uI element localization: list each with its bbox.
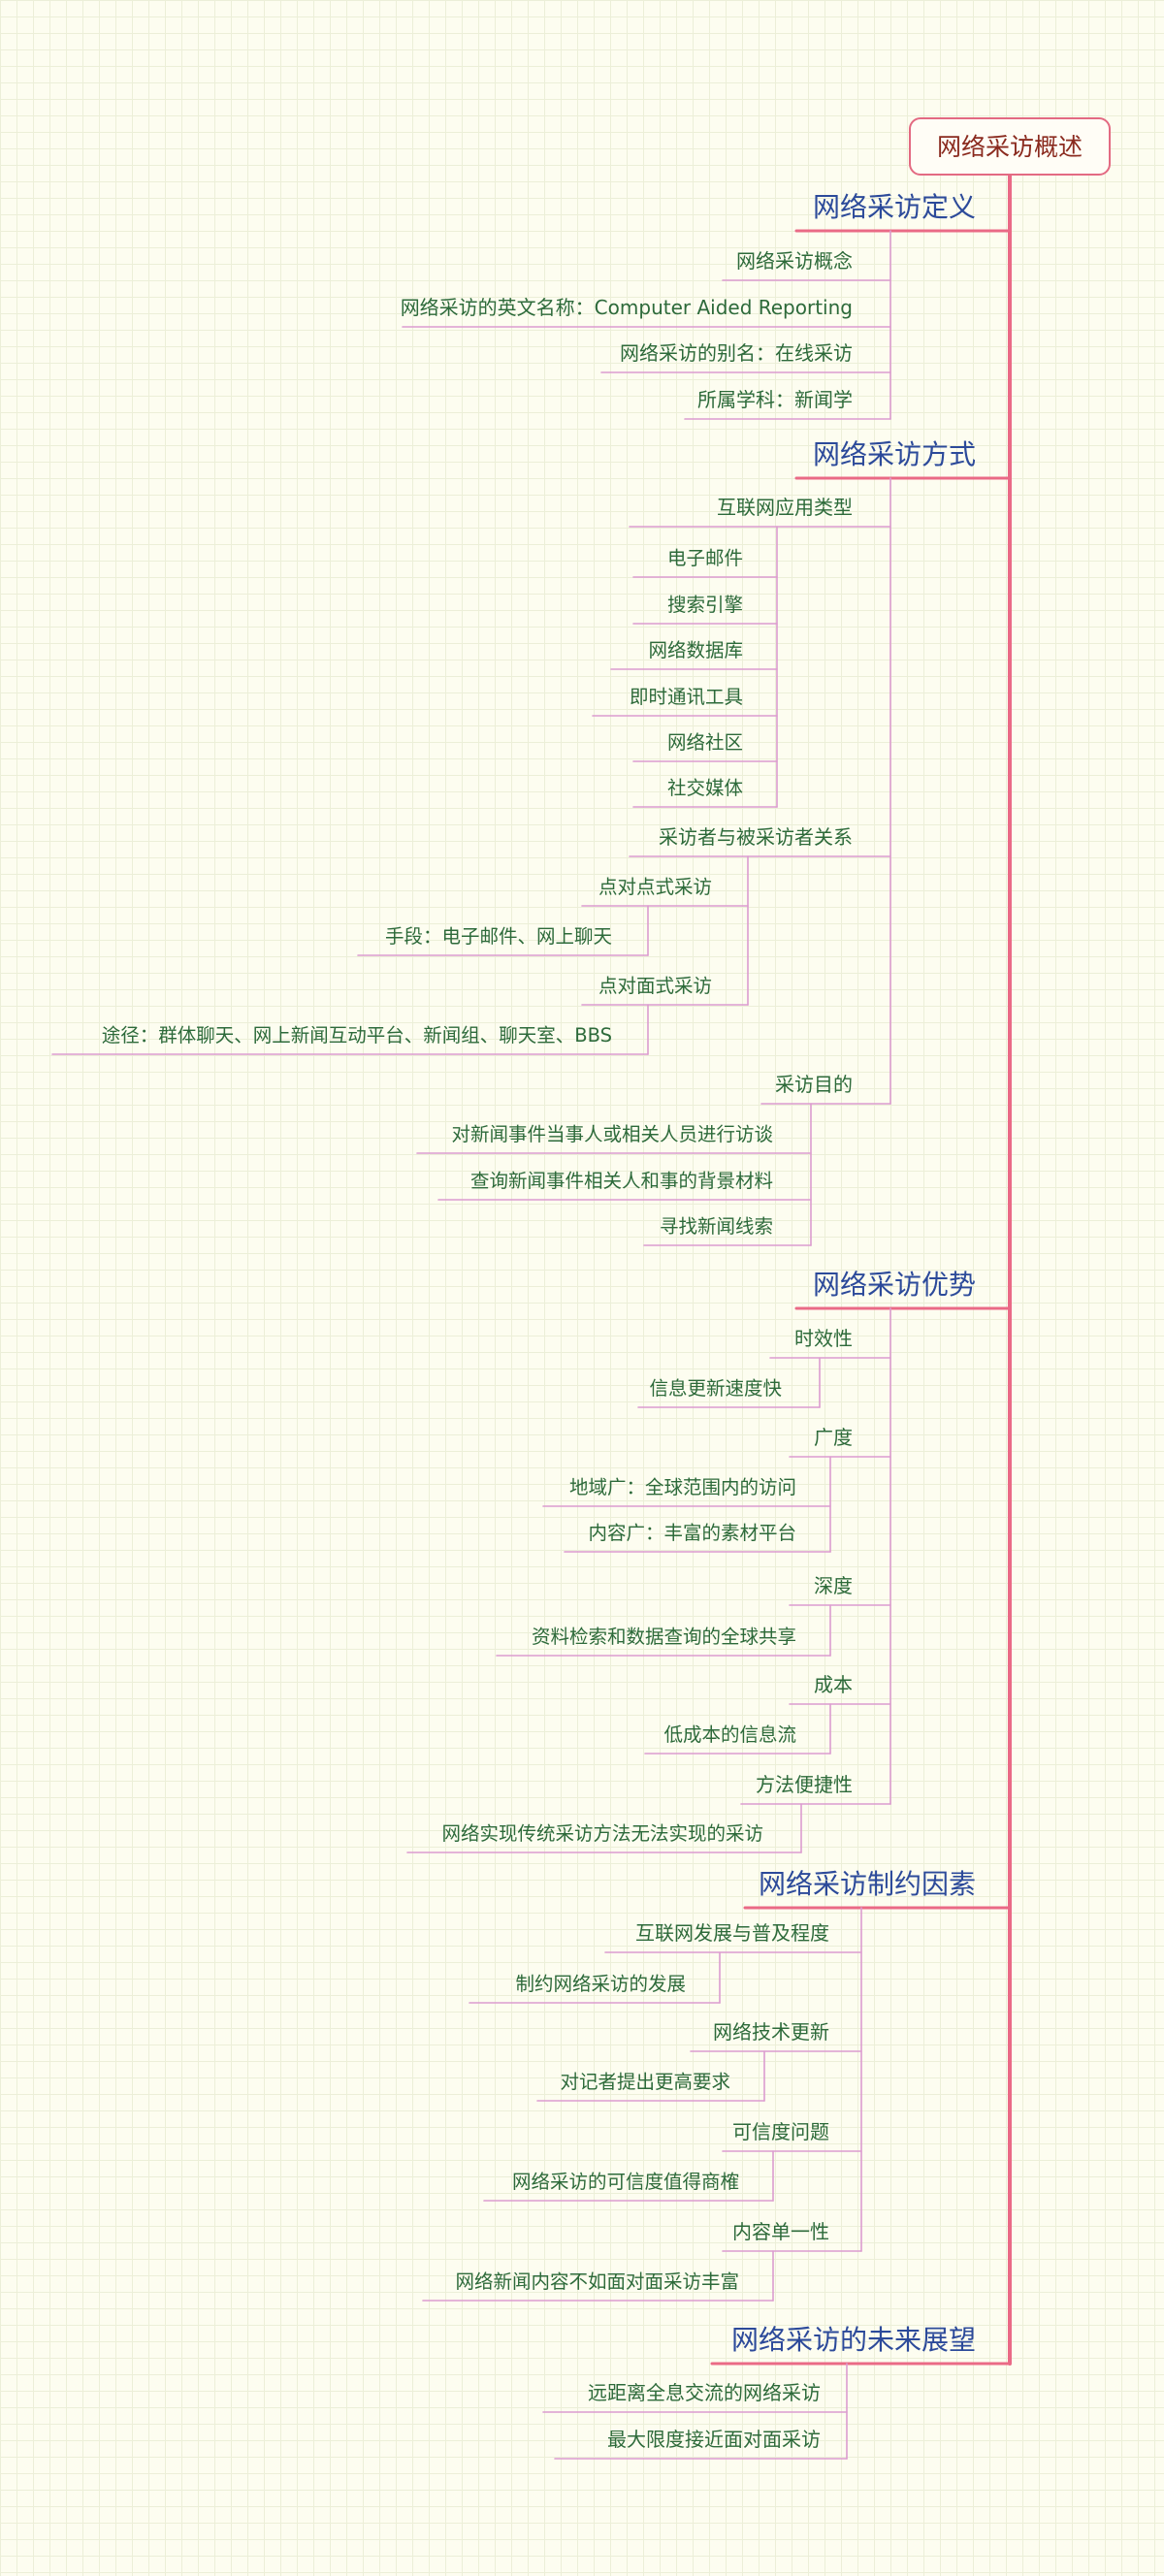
- subtopic[interactable]: 成本: [814, 1673, 853, 1696]
- subtopic[interactable]: 所属学科：新闻学: [697, 388, 853, 411]
- subtopic[interactable]: 网络采访概念: [736, 249, 853, 273]
- subtopic[interactable]: 互联网发展与普及程度: [635, 1921, 829, 1945]
- subtopic[interactable]: 采访者与被采访者关系: [659, 825, 853, 849]
- leaf-topic[interactable]: 低成本的信息流: [663, 1723, 796, 1746]
- subtopic[interactable]: 采访目的: [775, 1073, 853, 1096]
- main-topic[interactable]: 网络采访制约因素: [758, 1868, 976, 1900]
- subtopic[interactable]: 网络技术更新: [713, 2020, 829, 2044]
- main-topic[interactable]: 网络采访定义: [812, 191, 976, 223]
- root-topic[interactable]: 网络采访概述: [909, 117, 1111, 176]
- subtopic[interactable]: 最大限度接近面对面采访: [607, 2428, 821, 2451]
- subtopic[interactable]: 网络采访的别名：在线采访: [620, 341, 853, 365]
- leaf-topic[interactable]: 制约网络采访的发展: [515, 1973, 686, 1995]
- leaf-topic[interactable]: 对新闻事件当事人或相关人员进行访谈: [451, 1123, 773, 1145]
- leaf-topic[interactable]: 点对面式采访: [598, 975, 712, 997]
- leaf-topic[interactable]: 网络社区: [666, 731, 743, 754]
- subtopic[interactable]: 内容单一性: [732, 2220, 829, 2243]
- leaf-topic[interactable]: 网络新闻内容不如面对面采访丰富: [455, 2270, 739, 2293]
- leaf-topic[interactable]: 即时通讯工具: [629, 686, 743, 708]
- leaf-topic[interactable]: 信息更新速度快: [649, 1377, 782, 1400]
- subtopic[interactable]: 可信度问题: [732, 2120, 829, 2143]
- leaf-topic[interactable]: 网络采访的可信度值得商榷: [511, 2171, 739, 2193]
- subtopic[interactable]: 互联网应用类型: [717, 496, 853, 519]
- leaf-topic[interactable]: 途径：群体聊天、网上新闻互动平台、新闻组、聊天室、BBS: [101, 1024, 612, 1046]
- main-topic[interactable]: 网络采访的未来展望: [730, 2324, 976, 2356]
- leaf-topic[interactable]: 网络数据库: [648, 639, 743, 661]
- subtopic[interactable]: 方法便捷性: [756, 1773, 853, 1796]
- leaf-topic[interactable]: 对记者提出更高要求: [560, 2071, 730, 2093]
- leaf-topic[interactable]: 手段：电子邮件、网上聊天: [384, 925, 612, 948]
- leaf-topic[interactable]: 点对点式采访: [598, 876, 712, 898]
- subtopic[interactable]: 时效性: [794, 1327, 853, 1350]
- subtopic[interactable]: 网络采访的英文名称：Computer Aided Reporting: [400, 296, 853, 319]
- leaf-topic[interactable]: 网络实现传统采访方法无法实现的采访: [441, 1822, 763, 1845]
- leaf-topic[interactable]: 寻找新闻线索: [659, 1215, 773, 1238]
- subtopic[interactable]: 深度: [814, 1574, 853, 1597]
- leaf-topic[interactable]: 内容广：丰富的素材平台: [588, 1522, 796, 1544]
- subtopic[interactable]: 广度: [814, 1426, 853, 1449]
- leaf-topic[interactable]: 地域广：全球范围内的访问: [568, 1476, 796, 1498]
- leaf-topic[interactable]: 电子邮件: [666, 547, 743, 569]
- main-topic[interactable]: 网络采访优势: [812, 1269, 976, 1301]
- leaf-topic[interactable]: 资料检索和数据查询的全球共享: [531, 1626, 796, 1648]
- subtopic[interactable]: 远距离全息交流的网络采访: [588, 2381, 821, 2404]
- leaf-topic[interactable]: 查询新闻事件相关人和事的背景材料: [469, 1170, 773, 1192]
- leaf-topic[interactable]: 搜索引擎: [666, 594, 743, 616]
- leaf-topic[interactable]: 社交媒体: [666, 777, 743, 799]
- main-topic[interactable]: 网络采访方式: [812, 438, 976, 470]
